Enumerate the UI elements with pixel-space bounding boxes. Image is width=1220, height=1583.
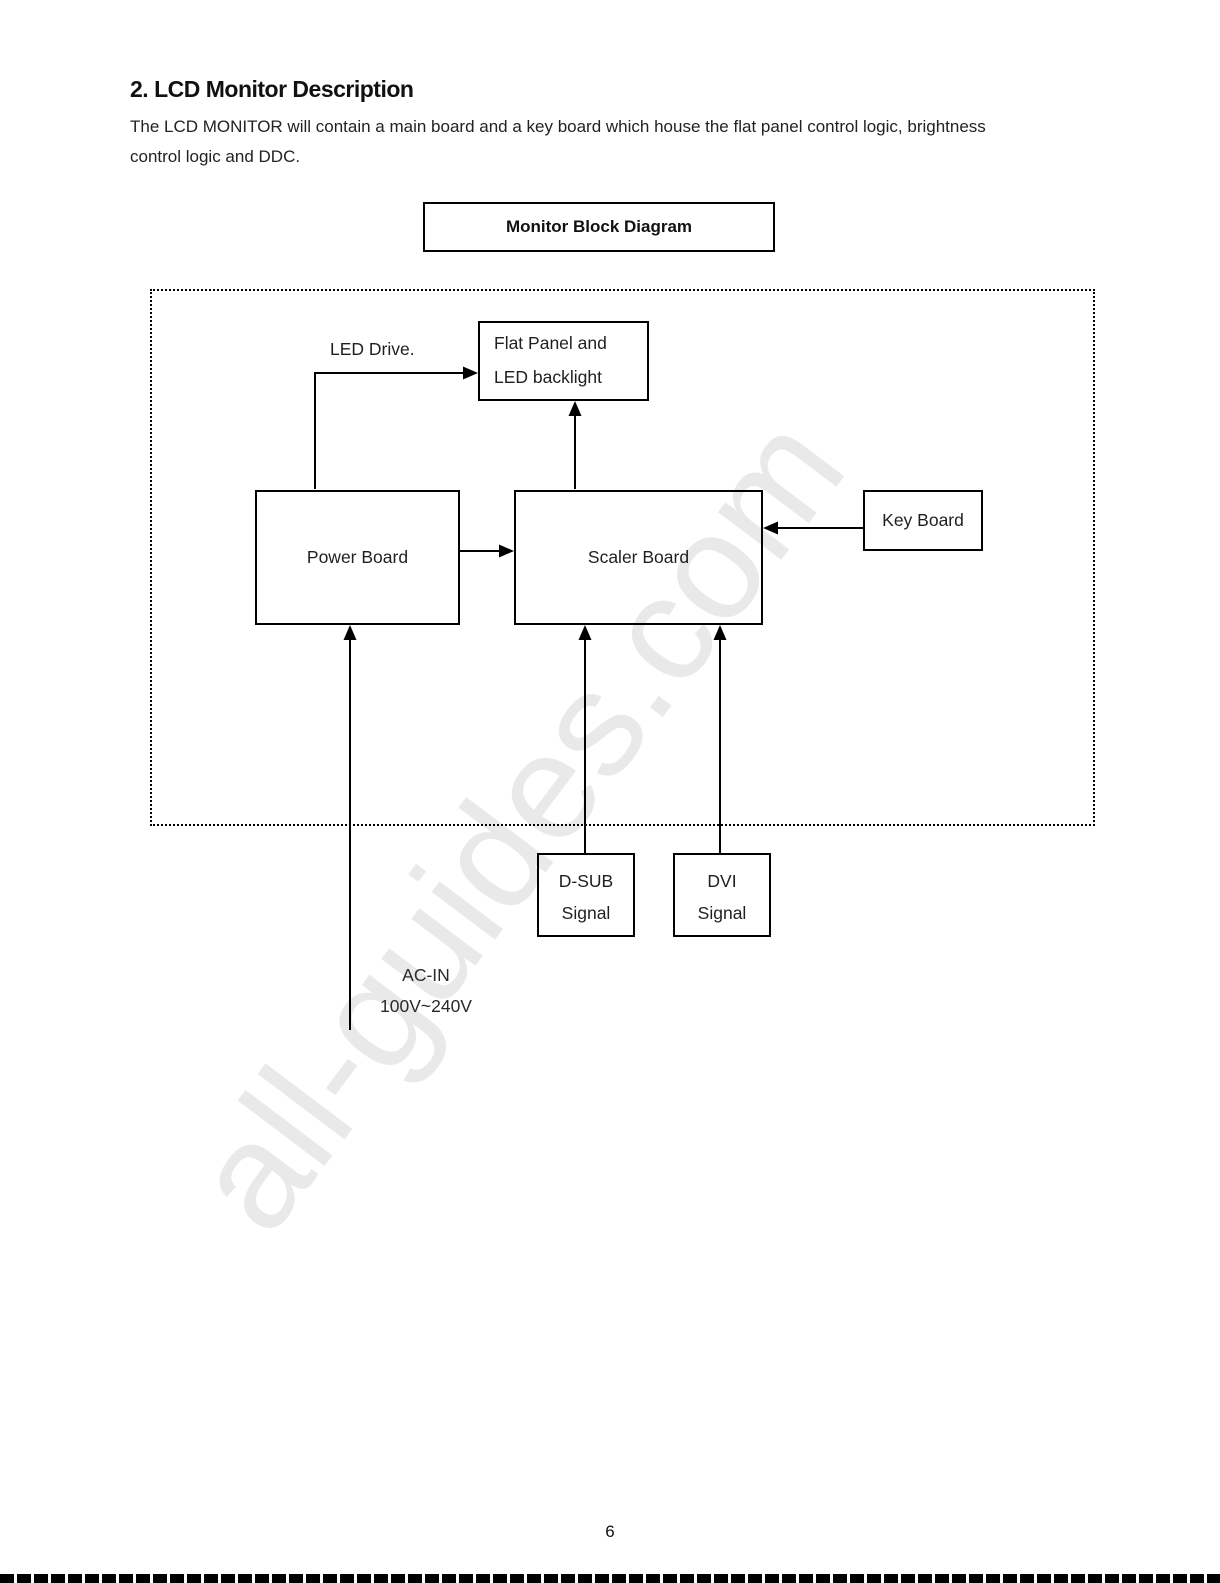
- dvi-label-line-2: Signal: [697, 903, 747, 923]
- diagram-title: Monitor Block Diagram: [505, 217, 693, 236]
- bottom-dashed-border: [0, 1574, 1220, 1583]
- dsub-label-line-1: D-SUB: [558, 871, 614, 891]
- ac-in-label-line-2: 100V~240V: [380, 996, 472, 1016]
- body-paragraph-line-2: control logic and DDC.: [130, 147, 301, 166]
- led-drive-label: LED Drive.: [330, 339, 415, 359]
- dsub-label-line-2: Signal: [561, 903, 611, 923]
- body-paragraph-line-1: The LCD MONITOR will contain a main boar…: [130, 117, 986, 136]
- section-title: 2. LCD Monitor Description: [130, 76, 414, 102]
- page-number: 6: [605, 1522, 615, 1541]
- diagram-title-box: Monitor Block Diagram: [423, 202, 775, 252]
- flat-panel-label-line-1: Flat Panel and: [494, 333, 607, 353]
- key-board-label: Key Board: [882, 510, 964, 530]
- block-power-board: Power Board: [255, 490, 460, 625]
- scaler-board-label: Scaler Board: [587, 547, 690, 567]
- block-flat-panel: Flat Panel and LED backlight: [478, 321, 649, 401]
- power-board-label: Power Board: [306, 547, 409, 567]
- block-dsub-signal: D-SUB Signal: [537, 853, 635, 937]
- flat-panel-label-line-2: LED backlight: [494, 367, 602, 387]
- diagram-frame: [150, 289, 1095, 826]
- dvi-label-line-1: DVI: [707, 871, 737, 891]
- block-scaler-board: Scaler Board: [514, 490, 763, 625]
- ac-in-label: AC-IN 100V~240V: [356, 960, 496, 1022]
- block-dvi-signal: DVI Signal: [673, 853, 771, 937]
- block-key-board: Key Board: [863, 490, 983, 551]
- ac-in-label-line-1: AC-IN: [402, 965, 450, 985]
- body-paragraph: The LCD MONITOR will contain a main boar…: [130, 112, 986, 172]
